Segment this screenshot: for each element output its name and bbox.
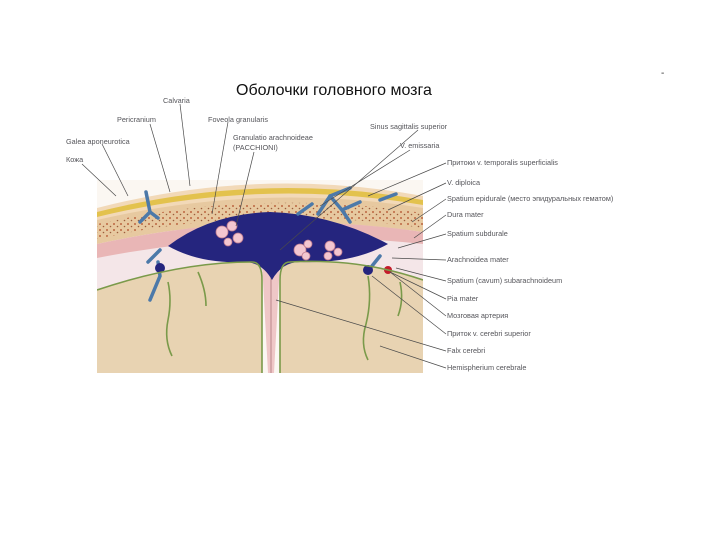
label-spatium-epidurale: Spatium epidurale (место эпидуральных ге… <box>447 194 613 203</box>
label-mozgovaya-arteriya: Мозговая артерия <box>447 311 508 320</box>
cross-section <box>97 180 423 373</box>
label-v-diploica: V. diploica <box>447 178 481 187</box>
label-sinus-sagittalis: Sinus sagittalis superior <box>370 122 448 131</box>
label-pia-mater: Pia mater <box>447 294 479 303</box>
label-granulatio-1: Granulatio arachnoideae <box>233 133 313 142</box>
right-hemisphere <box>280 261 423 373</box>
label-dura-mater: Dura mater <box>447 210 484 219</box>
label-pritoki-temporalis: Притоки v. temporalis superficialis <box>447 158 558 167</box>
label-pericranium: Pericranium <box>117 115 156 124</box>
label-calvaria: Calvaria <box>163 96 191 105</box>
label-galea: Galea aponeurotica <box>66 137 131 146</box>
label-hemispherium: Hemispherium cerebrale <box>447 363 527 372</box>
label-granulatio-2: (PACCHIONI) <box>233 143 278 152</box>
label-falx-cerebri: Falx cerebri <box>447 346 485 355</box>
label-pritok-cerebri: Приток v. cerebri superior <box>447 329 531 338</box>
label-foveola: Foveola granularis <box>208 115 268 124</box>
label-spatium-subdurale: Spatium subdurale <box>447 229 508 238</box>
label-v-emissaria: V. emissaria <box>400 141 440 150</box>
label-spatium-subarachnoideum: Spatium (cavum) subarachnoideum <box>447 276 562 285</box>
label-arachnoidea: Arachnoidea mater <box>447 255 509 264</box>
label-skin: Кожа <box>66 155 84 164</box>
